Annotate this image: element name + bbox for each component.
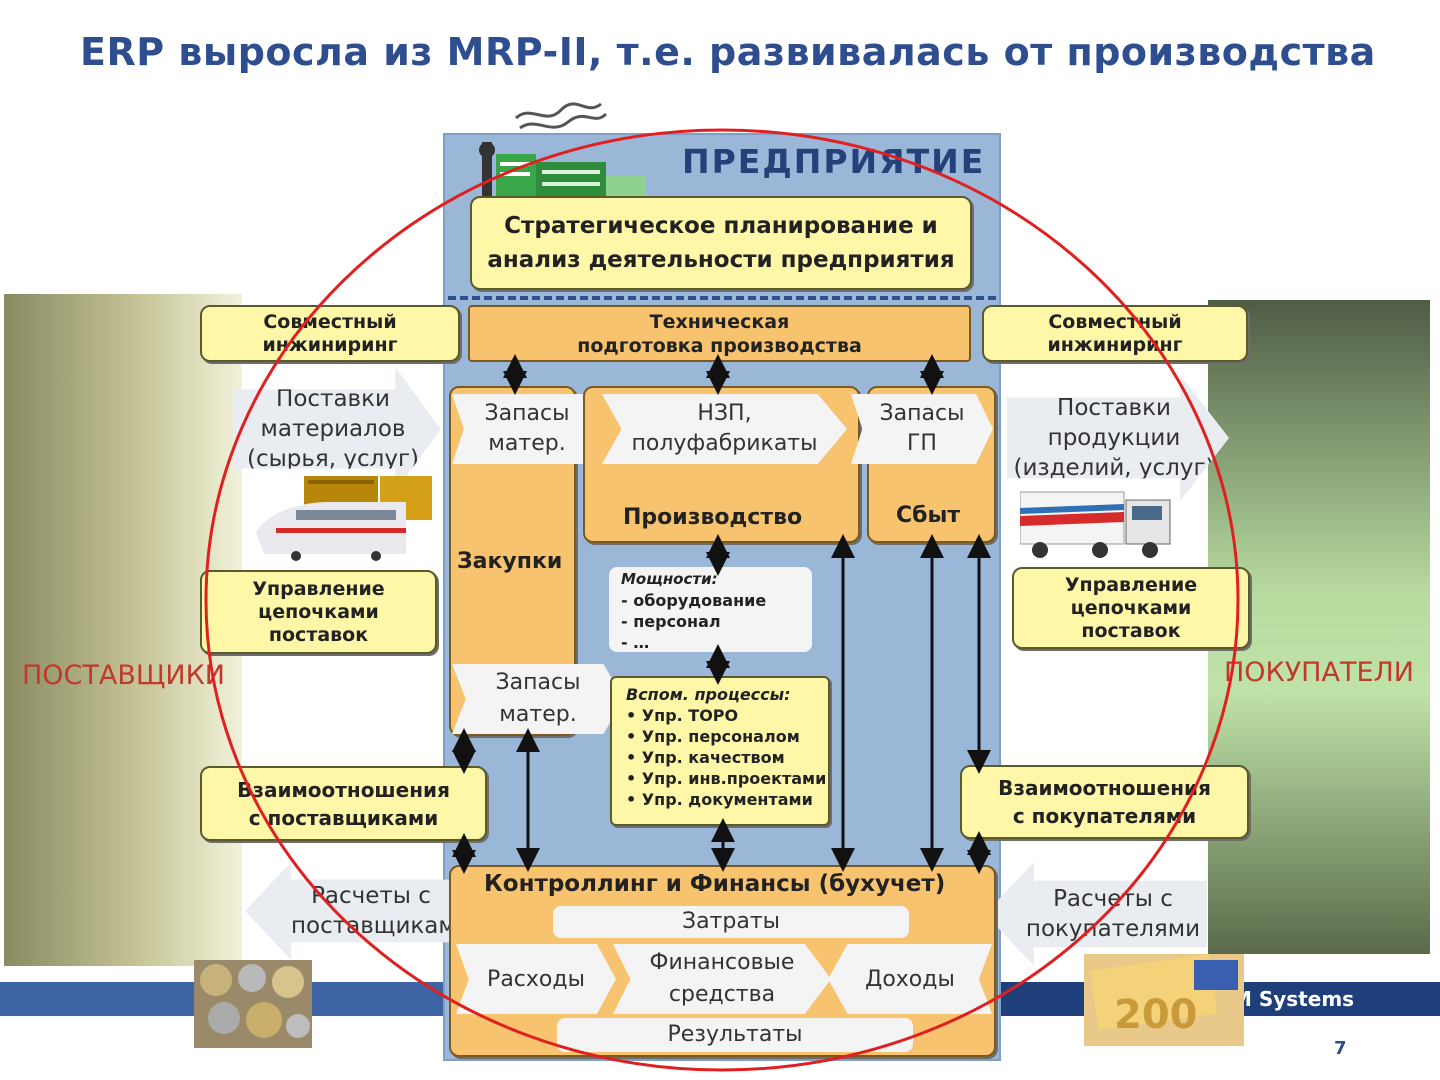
page-number: 7 — [1334, 1038, 1347, 1059]
customers-label: ПОКУПАТЕЛИ — [1224, 657, 1415, 688]
enterprise-divider — [448, 296, 996, 300]
suppliers-label: ПОСТАВЩИКИ — [22, 660, 225, 691]
train-icon — [256, 476, 432, 561]
capacities-box: Мощности: - оборудование - персонал - … — [609, 567, 812, 652]
results-box: Результаты — [557, 1018, 913, 1052]
coins-icon — [194, 960, 312, 1048]
strategic-planning-box: Стратегическое планирование и анализ дея… — [470, 196, 972, 290]
highlight-circle — [204, 128, 1240, 1072]
income-chevron: Доходы — [828, 944, 992, 1014]
svg-text:200: 200 — [1114, 992, 1198, 1038]
sales-label: Сбыт — [896, 503, 961, 528]
finance-title: Контроллинг и Финансы (бухучет) — [484, 871, 946, 897]
expenses-chevron: Расходы — [456, 944, 616, 1014]
purchasing-label: Закупки — [457, 549, 563, 574]
slide-title: ERP выросла из MRP-II, т.е. развивалась … — [80, 30, 1376, 74]
production-label: Производство — [623, 505, 803, 530]
enterprise-label: ПРЕДПРИЯТИЕ — [682, 142, 986, 181]
costs-box: Затраты — [553, 906, 909, 938]
wip-chevron: НЗП,полуфабрикаты — [602, 394, 847, 464]
truck-icon — [1020, 491, 1171, 558]
banknotes-icon: 200 — [1084, 954, 1244, 1046]
footer-brand: M Systems — [1232, 987, 1355, 1011]
